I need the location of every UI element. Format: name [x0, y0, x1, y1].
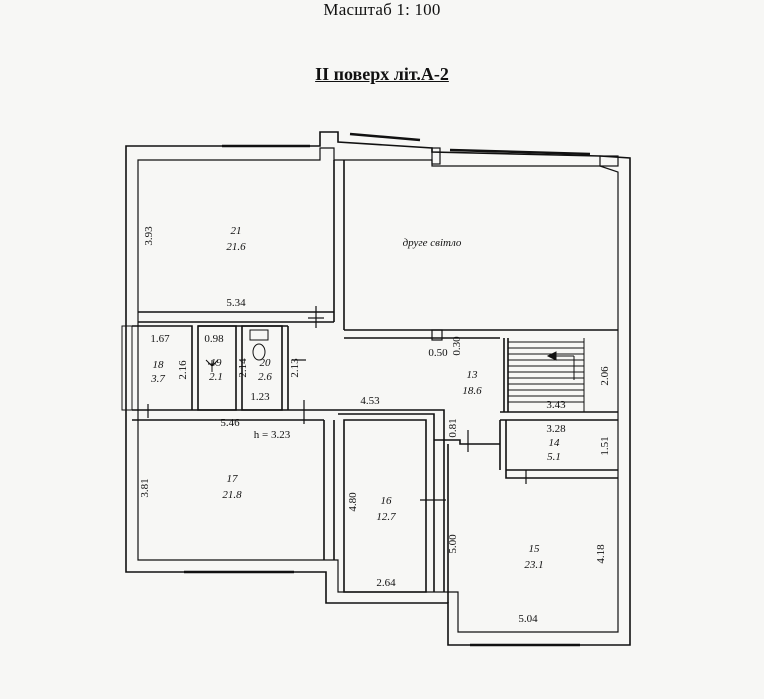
column-notches: [431, 147, 619, 341]
floor-title-text: II поверх літ.А-2: [315, 64, 449, 84]
dimension-label: 2.16: [177, 360, 189, 380]
room-number: 15: [529, 543, 541, 555]
room-area: 3.7: [150, 373, 165, 385]
dimension-label: 0.98: [204, 333, 224, 345]
dimension-label: 1.23: [250, 391, 270, 403]
dimension-label: 2.64: [376, 577, 396, 589]
room-number: 19: [211, 357, 223, 369]
dimension-label: 0.30: [451, 336, 463, 356]
dimension-label: 5.46: [220, 417, 240, 429]
dimension-label: 2.13: [289, 358, 301, 378]
room-number: 18: [153, 359, 165, 371]
dimension-label: 0.50: [428, 347, 448, 359]
room-number: 21: [231, 225, 242, 237]
room-area: 5.1: [547, 451, 561, 463]
dimension-label: 3.28: [546, 423, 566, 435]
dimension-label: 2.14: [237, 358, 249, 378]
dimension-label: 5.00: [447, 534, 459, 554]
dimension-label: 3.43: [546, 399, 566, 411]
room-area: 23.1: [524, 559, 543, 571]
plan-walls: [121, 131, 631, 646]
dimension-label: 3.81: [139, 478, 151, 497]
room-number: 14: [549, 437, 561, 449]
floor-title: II поверх літ.А-2: [0, 64, 764, 85]
dimension-label: 0.81: [447, 418, 459, 437]
stair-steps: [508, 338, 585, 412]
room-number: 20: [260, 357, 272, 369]
height-note: h = 3.23: [254, 429, 291, 441]
room-area: 2.6: [258, 371, 272, 383]
dimension-label: 4.80: [347, 492, 359, 512]
dimension-label: 2.06: [599, 366, 611, 386]
second-light-label: друге світло: [403, 237, 462, 249]
dimension-label: 4.18: [595, 544, 607, 564]
scale-label: Масштаб 1: 100: [323, 0, 441, 19]
dimension-label: 3.93: [143, 226, 155, 246]
dimension-label: 1.51: [599, 436, 611, 455]
room-area: 21.8: [222, 489, 242, 501]
dimension-labels: 3.93 5.34 1.67 0.98 2.16 2.14 2.13 1.23 …: [139, 226, 611, 625]
dimension-label: 4.53: [360, 395, 380, 407]
room-area: 18.6: [462, 385, 482, 397]
room-area: 12.7: [376, 511, 396, 523]
room-number: 13: [467, 369, 479, 381]
bath-fixtures: [205, 329, 269, 372]
room-area: 21.6: [226, 241, 246, 253]
room-labels: 21 21.6 18 3.7 19 2.1 20 2.6 13 18.6 14 …: [150, 225, 561, 571]
dimension-label: 5.04: [518, 613, 538, 625]
door-marks: [147, 306, 527, 501]
dimension-label: 1.67: [150, 333, 170, 345]
room-number: 17: [227, 473, 239, 485]
dimension-label: 5.34: [226, 297, 246, 309]
room-number: 16: [381, 495, 393, 507]
room-area: 2.1: [209, 371, 223, 383]
window-marks: [184, 132, 591, 647]
